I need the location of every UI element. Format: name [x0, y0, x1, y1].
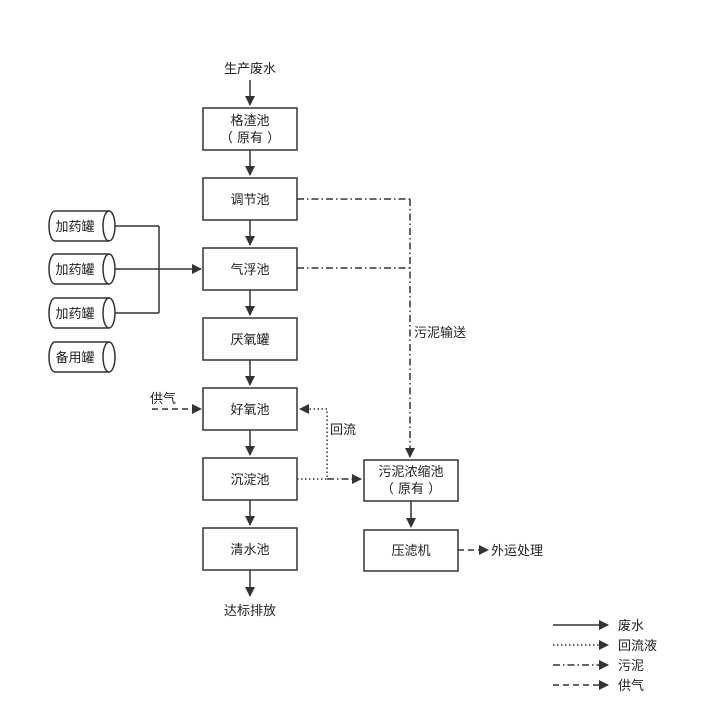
legend: 废水 回流液 污泥 供气: [553, 618, 657, 694]
dosing-tank-2: 加药罐: [48, 253, 116, 285]
dosing-lines: [115, 225, 202, 314]
sludge-thickener-box: 污泥浓缩池 （ 原有 ）: [363, 459, 459, 502]
anaerobic-tank-name: 厌氧罐: [230, 333, 269, 348]
sludge-transport-label: 污泥输送: [414, 325, 466, 341]
sedimentation-tank-box: 沉淀池: [202, 457, 298, 501]
clear-water-tank-name: 清水池: [230, 543, 269, 558]
filter-press-name: 压滤机: [391, 544, 430, 559]
screen-tank-name: 格渣池: [230, 113, 269, 129]
flotation-tank-name: 气浮池: [230, 262, 269, 278]
legend-item-wastewater: 废水: [553, 618, 644, 634]
aerobic-tank-box: 好氧池: [202, 387, 298, 431]
equalization-tank-box: 调节池: [202, 177, 298, 221]
disposal-label: 外运处理: [491, 544, 543, 559]
flotation-tank-box: 气浮池: [202, 247, 298, 291]
air-supply-line: 供气: [150, 391, 202, 414]
dosing-tank-2-label: 加药罐: [55, 263, 94, 278]
dosing-tank-3: 加药罐: [48, 297, 116, 329]
air-supply-label: 供气: [150, 391, 176, 407]
sedimentation-tank-name: 沉淀池: [230, 473, 269, 488]
legend-label-recirculation: 回流液: [618, 639, 657, 654]
sludge-lines: 污泥输送: [297, 198, 466, 484]
legend-label-sludge: 污泥: [618, 659, 644, 674]
sludge-thickener-note: （ 原有 ）: [381, 482, 441, 497]
recirculation-label: 回流: [330, 423, 356, 438]
screen-tank-box: 格渣池 （ 原有 ）: [202, 107, 298, 151]
dosing-tank-1: 加药罐: [48, 210, 116, 242]
dosing-tank-3-label: 加药罐: [55, 307, 94, 322]
legend-item-air: 供气: [553, 678, 644, 694]
recirculation-line: 回流: [297, 404, 356, 480]
dosing-tank-1-label: 加药罐: [55, 220, 94, 235]
output-label: 达标排放: [224, 604, 276, 619]
filter-press-box: 压滤机: [363, 529, 459, 572]
sludge-thickener-name: 污泥浓缩池: [378, 464, 443, 480]
legend-label-wastewater: 废水: [618, 618, 644, 634]
screen-tank-note: （ 原有 ）: [220, 131, 280, 146]
legend-item-recirculation: 回流液: [553, 639, 657, 654]
equalization-tank-name: 调节池: [230, 193, 269, 208]
aerobic-tank-name: 好氧池: [230, 403, 269, 418]
legend-label-air: 供气: [618, 678, 644, 694]
legend-item-sludge: 污泥: [553, 659, 644, 674]
clear-water-tank-box: 清水池: [202, 527, 298, 571]
anaerobic-tank-box: 厌氧罐: [202, 317, 298, 361]
standby-tank-label: 备用罐: [55, 350, 94, 366]
input-label: 生产废水: [224, 61, 276, 77]
standby-tank: 备用罐: [48, 341, 116, 373]
